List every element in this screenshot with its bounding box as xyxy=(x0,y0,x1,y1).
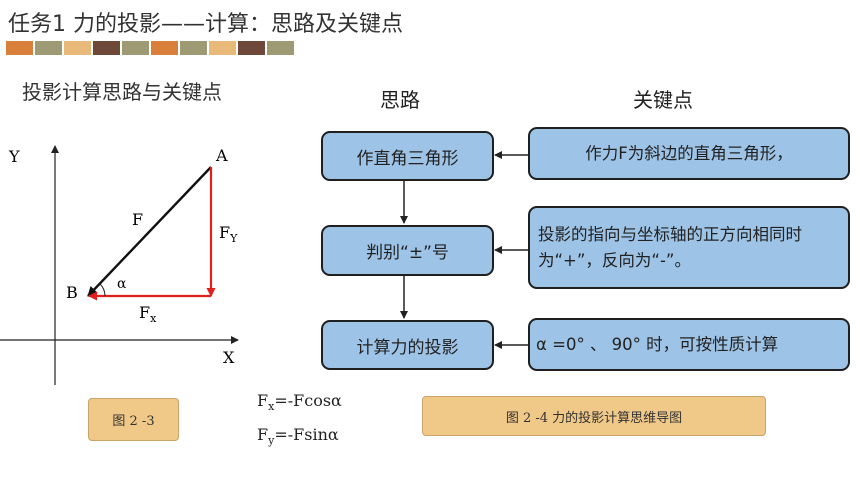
fx-label-main: F xyxy=(139,303,150,322)
angle-label: α xyxy=(117,276,127,292)
step-box-3: 计算力的投影 xyxy=(321,320,494,370)
formula-fy-sub: y xyxy=(268,434,275,448)
key-point-box-1: 作力F为斜边的直角三角形， xyxy=(528,127,850,180)
column-head-idea: 思路 xyxy=(380,88,420,112)
x-axis-label: X xyxy=(223,348,235,367)
color-swatch xyxy=(35,41,62,55)
fy-label: FY xyxy=(219,223,238,245)
step-box-2: 判别“±”号 xyxy=(321,225,494,276)
formula-fx-sub: x xyxy=(268,400,275,414)
color-swatch xyxy=(151,41,178,55)
formula-fy-main: F xyxy=(257,425,269,444)
column-head-key-points: 关键点 xyxy=(633,88,693,112)
fy-label-main: F xyxy=(219,223,230,242)
fx-label: Fx xyxy=(139,303,157,325)
y-axis-label: Y xyxy=(8,147,20,166)
color-strip xyxy=(6,41,294,55)
figure-caption-left: 图 2 -3 xyxy=(88,398,179,441)
color-swatch xyxy=(122,41,149,55)
formula-fx: Fx=-Fcosα xyxy=(257,391,342,413)
key-point-box-3: α =0° 、 90° 时，可按性质计算 xyxy=(528,318,850,371)
point-a-label: A xyxy=(215,146,228,165)
formula-fx-rest: =-Fcosα xyxy=(274,391,342,410)
color-swatch xyxy=(209,41,236,55)
section-heading: 投影计算思路与关键点 xyxy=(22,80,222,104)
color-swatch xyxy=(93,41,120,55)
force-label: F xyxy=(132,210,143,229)
formula-fx-main: F xyxy=(257,391,269,410)
color-swatch xyxy=(267,41,294,55)
angle-arc xyxy=(99,283,106,297)
force-projection-figure: Y X A B F FY Fx α xyxy=(0,145,239,385)
key-point-box-2: 投影的指向与坐标轴的正方向相同时为“+”，反向为“-”。 xyxy=(528,206,850,289)
page-title: 任务1 力的投影——计算：思路及关键点 xyxy=(8,12,403,37)
figure-caption-right: 图 2 -4 力的投影计算思维导图 xyxy=(422,396,766,436)
color-swatch xyxy=(180,41,207,55)
fx-label-sub: x xyxy=(150,312,157,325)
color-swatch xyxy=(64,41,91,55)
fy-label-sub: Y xyxy=(229,232,238,245)
color-swatch xyxy=(6,41,33,55)
formula-fy: Fy=-Fsinα xyxy=(257,425,339,447)
step-box-1: 作直角三角形 xyxy=(321,131,494,181)
color-swatch xyxy=(238,41,265,55)
point-b-label: B xyxy=(66,283,78,302)
force-vector xyxy=(87,166,212,297)
formula-fy-rest: =-Fsinα xyxy=(274,425,339,444)
